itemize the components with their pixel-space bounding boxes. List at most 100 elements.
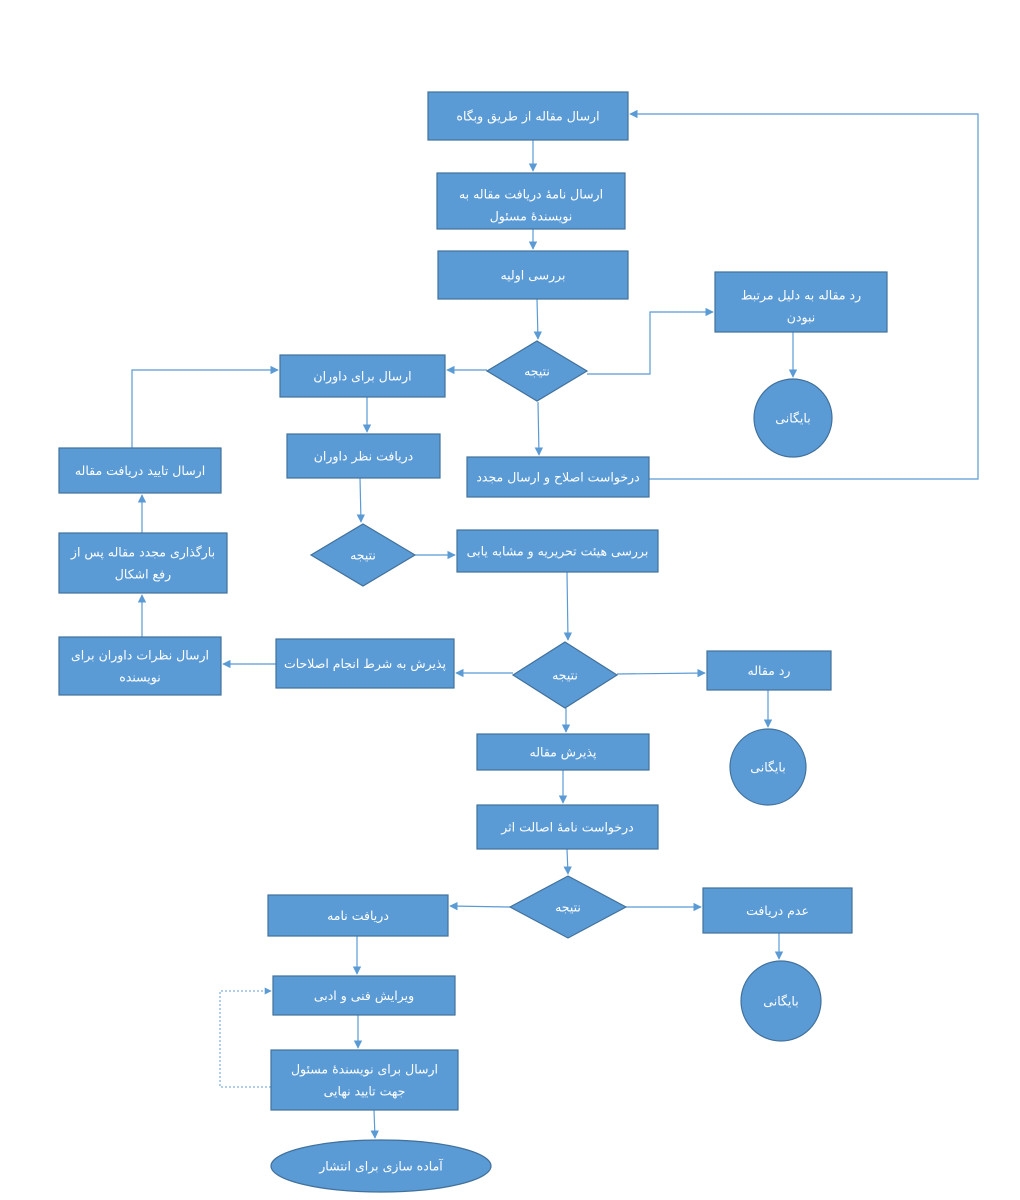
edge-decision-1-to-revise-resubmit <box>534 401 544 456</box>
edge-decision-3-to-reject <box>616 668 706 678</box>
decision-2-label: نتیجه <box>350 548 376 563</box>
decision-2-diamond <box>309 523 417 587</box>
receive-reviews-rect <box>286 433 441 479</box>
receive-reviews-label: دریافت نظر داوران <box>314 449 413 465</box>
decision-3-label: نتیجه <box>552 668 578 683</box>
node-archive-3: بایگانی <box>740 960 822 1042</box>
nodes: ارسال مقاله از طریق وبگاه ارسال نامهٔ دری… <box>58 91 888 1193</box>
receipt-letter-label: ارسال نامهٔ دریافت مقاله به <box>459 187 603 203</box>
edge-decision-1-to-reject-irrelevant <box>587 307 714 375</box>
node-originality-request: درخواست نامهٔ اصالت اثر <box>476 804 659 850</box>
archive-3-circle <box>740 960 822 1042</box>
send-reviewers-label: ارسال برای داوران <box>313 369 411 385</box>
send-comments-rect <box>58 636 222 696</box>
final-approval-label: ارسال برای نویسندهٔ مسئول <box>291 1062 438 1078</box>
archive-3-label: بایگانی <box>763 994 798 1009</box>
submit-web-rect <box>427 91 629 141</box>
archive-2-circle <box>729 728 807 806</box>
edge-board-review-to-decision-3 <box>563 571 573 641</box>
node-revise-resubmit: درخواست اصلاح و ارسال مجدد <box>466 456 650 498</box>
node-board-review: بررسی هیئت تحریریه و مشابه یابی <box>456 529 659 573</box>
node-reupload: بارگذاری مجدد مقاله پس از رفع اشکال <box>58 532 228 594</box>
not-received-label: عدم دریافت <box>746 903 809 919</box>
node-send-reviewers: ارسال برای داوران <box>279 354 446 398</box>
node-reject-irrelevant: رد مقاله به دلیل مرتبط نبودن <box>714 271 888 333</box>
decision-3-diamond <box>511 641 619 709</box>
conditional-accept-rect <box>275 638 455 689</box>
node-conditional-accept: پذیرش به شرط انجام اصلاحات <box>275 638 455 689</box>
decision-4-label: نتیجه <box>555 900 581 915</box>
conditional-accept-label: پذیرش به شرط انجام اصلاحات <box>284 656 447 672</box>
initial-review-label: بررسی اولیه <box>500 268 565 284</box>
initial-review-rect <box>437 250 629 300</box>
node-send-comments: ارسال نظرات داوران برای نویسنده <box>58 636 222 696</box>
originality-request-label: درخواست نامهٔ اصالت اثر <box>500 820 633 836</box>
board-review-label: بررسی هیئت تحریریه و مشابه یابی <box>467 544 649 560</box>
node-reject: رد مقاله <box>706 650 832 691</box>
originality-request-rect <box>476 804 659 850</box>
reupload-label: بارگذاری مجدد مقاله پس از <box>70 545 215 561</box>
confirm-receipt-label: ارسال تایید دریافت مقاله <box>75 463 205 479</box>
decision-1-diamond <box>485 340 589 402</box>
final-approval-rect <box>270 1049 459 1111</box>
node-publish-prep: آماده سازی برای انتشار <box>270 1139 492 1193</box>
edge-confirm-receipt-to-send-reviewers <box>131 365 279 448</box>
reupload-label: رفع اشکال <box>115 567 171 583</box>
decision-1-label: نتیجه <box>524 364 550 379</box>
send-comments-label: ارسال نظرات داوران برای <box>71 648 209 664</box>
node-final-approval: ارسال برای نویسندهٔ مسئول جهت تایید نهایی <box>270 1049 459 1111</box>
reject-irrelevant-label: نبودن <box>787 310 815 326</box>
reject-irrelevant-label: رد مقاله به دلیل مرتبط <box>741 288 861 304</box>
node-letter-received: دریافت نامه <box>267 894 449 937</box>
revise-resubmit-label: درخواست اصلاح و ارسال مجدد <box>476 470 639 486</box>
node-decision-4: نتیجه <box>508 875 628 939</box>
edge-receive-reviews-to-decision-2 <box>356 477 366 523</box>
edges <box>131 109 979 1139</box>
node-editing: ویرایش فنی و ادبی <box>272 975 456 1016</box>
edge-decision-4-to-letter-received <box>449 901 511 911</box>
final-approval-label: جهت تایید نهایی <box>324 1084 406 1100</box>
accept-label: پذیرش مقاله <box>530 745 598 761</box>
archive-1-circle <box>753 378 833 458</box>
node-receive-reviews: دریافت نظر داوران <box>286 433 441 479</box>
reupload-rect <box>58 532 228 594</box>
publish-prep-label: آماده سازی برای انتشار <box>318 1159 443 1175</box>
node-submit-web: ارسال مقاله از طریق وبگاه <box>427 91 629 141</box>
node-receipt-letter: ارسال نامهٔ دریافت مقاله به نویسندهٔ مسئو… <box>436 172 626 230</box>
node-accept: پذیرش مقاله <box>476 733 650 771</box>
node-not-received: عدم دریافت <box>702 887 853 934</box>
receipt-letter-rect <box>436 172 626 230</box>
publish-prep-ellipse <box>270 1139 492 1193</box>
editing-label: ویرایش فنی و ادبی <box>314 988 414 1004</box>
reject-label: رد مقاله <box>748 663 791 679</box>
archive-1-label: بایگانی <box>775 411 810 426</box>
board-review-rect <box>456 529 659 573</box>
edge-revise-resubmit-to-submit-web <box>629 109 979 480</box>
archive-2-label: بایگانی <box>750 760 785 775</box>
send-comments-label: نویسنده <box>119 670 160 686</box>
node-archive-2: بایگانی <box>729 728 807 806</box>
revise-resubmit-rect <box>466 456 650 498</box>
edge-final-approval-to-editing <box>219 987 272 1088</box>
edge-originality-request-to-decision-4 <box>563 848 572 875</box>
editing-rect <box>272 975 456 1016</box>
accept-rect <box>476 733 650 771</box>
letter-received-rect <box>267 894 449 937</box>
node-decision-1: نتیجه <box>485 340 589 402</box>
node-initial-review: بررسی اولیه <box>437 250 629 300</box>
letter-received-label: دریافت نامه <box>327 908 389 924</box>
receipt-letter-label: نویسندهٔ مسئول <box>490 209 573 225</box>
node-decision-2: نتیجه <box>309 523 417 587</box>
node-confirm-receipt: ارسال تایید دریافت مقاله <box>58 447 222 494</box>
decision-4-diamond <box>508 875 628 939</box>
node-archive-1: بایگانی <box>753 378 833 458</box>
not-received-rect <box>702 887 853 934</box>
confirm-receipt-rect <box>58 447 222 494</box>
edge-initial-review-to-decision-1 <box>533 298 543 340</box>
submit-web-label: ارسال مقاله از طریق وبگاه <box>456 109 599 125</box>
node-decision-3: نتیجه <box>511 641 619 709</box>
reject-irrelevant-rect <box>714 271 888 333</box>
edge-final-approval-to-publish-prep <box>370 1109 379 1139</box>
